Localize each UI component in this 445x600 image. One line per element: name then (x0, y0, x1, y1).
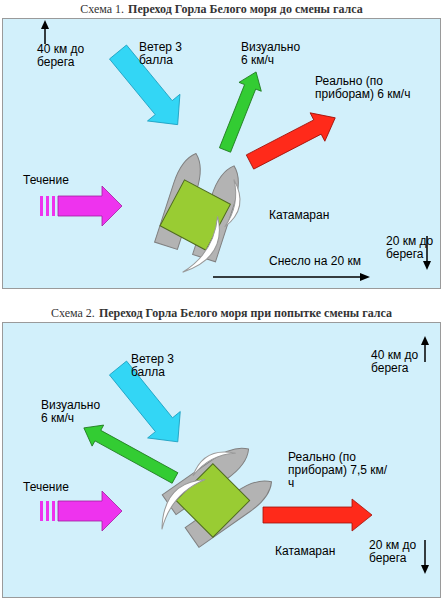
distance-label: 20 км до берега (386, 235, 440, 261)
visual-speed-label: Визуально 6 км/ч (41, 399, 105, 425)
scheme-panel: Схема 2.Переход Горла Белого моря при по… (2, 322, 441, 598)
current-label: Течение (23, 174, 69, 187)
scheme-number: Схема 1. (80, 2, 124, 16)
boat-label: Катамаран (275, 545, 335, 558)
scheme-panel: Схема 1.Переход Горла Белого моря до сме… (2, 18, 441, 289)
drift-label: Снесло на 20 км (269, 255, 361, 268)
current-label: Течение (23, 481, 69, 494)
wind-label: Ветер 3 балла (131, 353, 181, 379)
real-speed-label: Реально (по приборам) 6 км/ч (315, 75, 415, 101)
distance-label: 40 км до берега (37, 43, 91, 69)
visual-speed-label: Визуально 6 км/ч (241, 41, 305, 67)
real-speed-label: Реально (по приборам) 7,5 км/ч (288, 451, 388, 490)
scheme-title: Переход Горла Белого моря до смены галса (128, 2, 363, 16)
scheme-number: Схема 2. (51, 306, 95, 320)
caption-line: Схема 2. Переход Горла Белого моря при по… (3, 306, 440, 320)
distance-label: 40 км до берега (371, 349, 425, 375)
distance-label: 20 км до берега (369, 539, 423, 565)
wind-label: Ветер 3 балла (139, 41, 189, 67)
caption-line: Схема 1. Переход Горла Белого моря до сме… (3, 2, 440, 16)
scheme-title: Переход Горла Белого моря при попытке см… (99, 306, 392, 320)
boat-label: Катамаран (269, 209, 329, 222)
